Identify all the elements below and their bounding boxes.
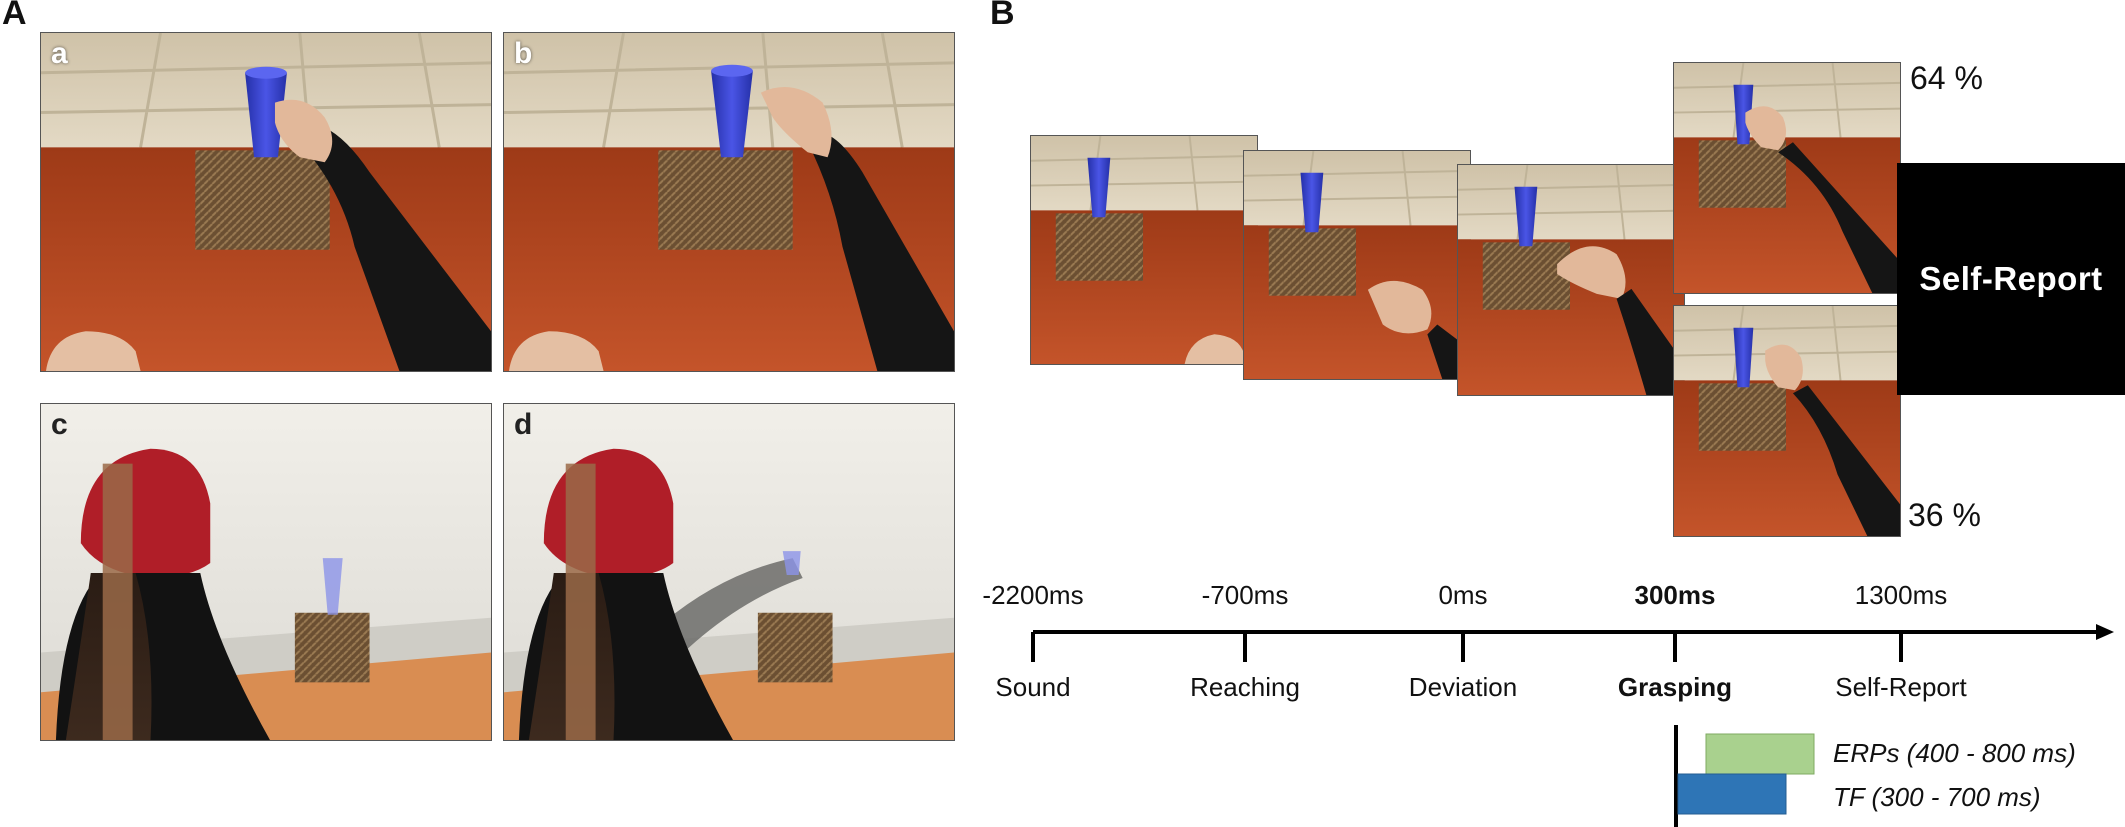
tf-window-bar (1677, 773, 1787, 815)
time-deviation: 0ms (1438, 580, 1488, 610)
panel-label-b: B (990, 0, 1015, 32)
event-self-report: Self-Report (1835, 672, 1967, 702)
percent-bottom: 36 % (1908, 497, 1981, 533)
panel-label-a: A (2, 0, 27, 32)
erp-window-label: ERPs (400 - 800 ms) (1833, 738, 2076, 768)
time-grasping: 300ms (1634, 580, 1716, 610)
sequence-frame-grasp-top (1673, 62, 1901, 294)
subpanel-label-c: c (51, 408, 68, 441)
event-reaching: Reaching (1190, 672, 1300, 702)
tf-window-label: TF (300 - 700 ms) (1833, 782, 2041, 812)
time-sound: -2200ms (982, 580, 1084, 610)
timeline-graphic (1031, 624, 2114, 827)
vr-scene-b: b (503, 32, 955, 372)
subpanel-label-a: a (51, 37, 68, 70)
subpanel-label-b: b (514, 37, 533, 70)
percent-top: 64 % (1910, 60, 1983, 96)
time-reaching: -700ms (1201, 580, 1289, 610)
timeline-arrowhead (2096, 624, 2114, 640)
event-deviation: Deviation (1408, 672, 1518, 702)
erp-window-bar (1705, 733, 1815, 775)
vr-scene-a: a (40, 32, 492, 372)
photo-scene-c: c (40, 403, 492, 741)
sequence-frame-reaching (1243, 150, 1471, 380)
subpanel-label-d: d (514, 408, 533, 441)
photo-scene-d: d (503, 403, 955, 741)
event-grasping: Grasping (1617, 672, 1733, 702)
sequence-frame-grasp-bottom (1673, 305, 1901, 537)
event-sound: Sound (995, 672, 1071, 702)
sequence-frame-deviation (1457, 164, 1685, 396)
self-report-box: Self-Report (1897, 163, 2125, 395)
sequence-frame-sound (1030, 135, 1258, 365)
time-self-report: 1300ms (1854, 580, 1948, 610)
